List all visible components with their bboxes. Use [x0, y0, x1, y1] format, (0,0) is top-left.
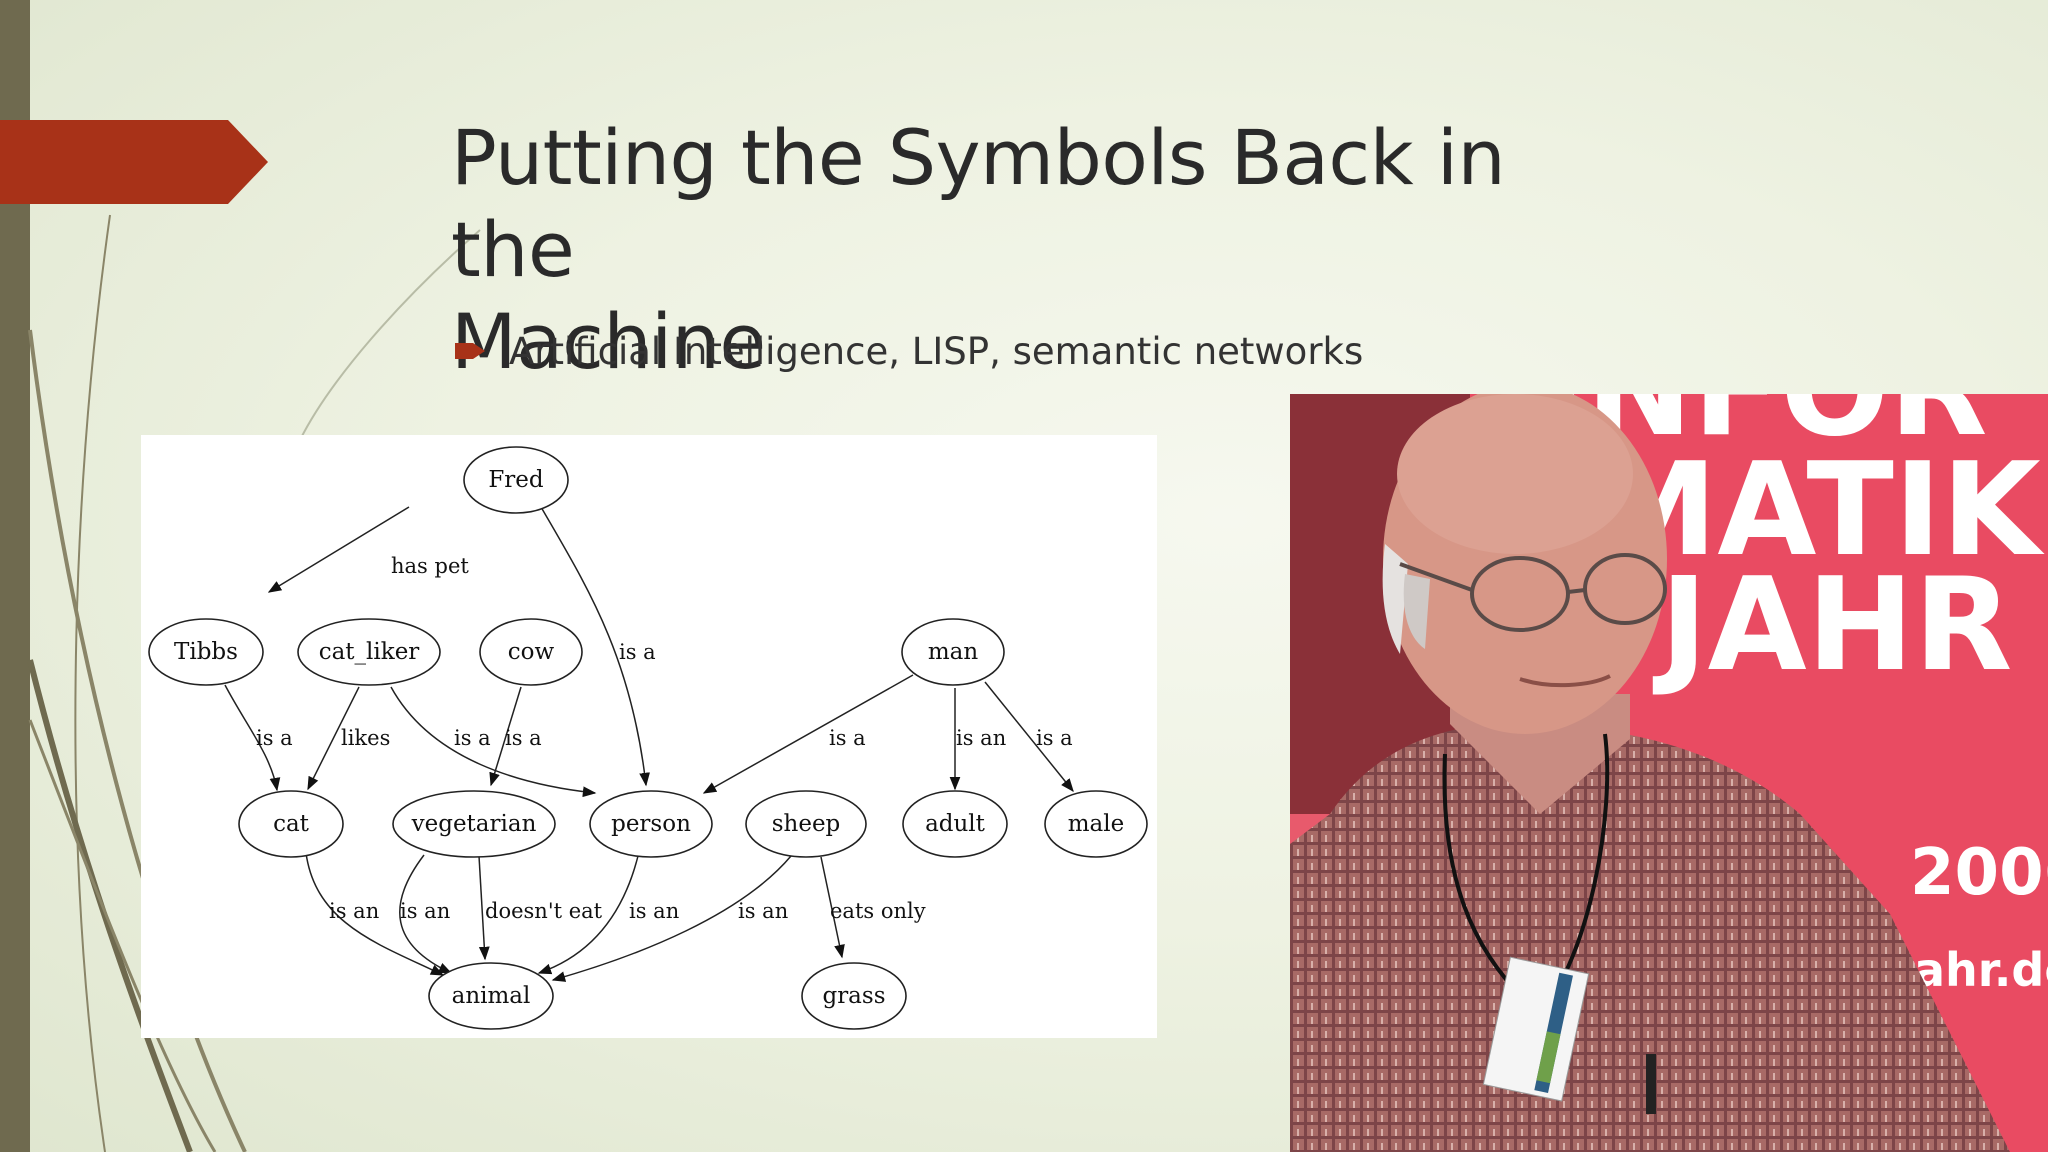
edge-tibbs-cat — [224, 684, 281, 792]
node-person-ellipse — [589, 790, 713, 858]
edge-label-man-person: is a — [829, 726, 866, 750]
edge-person-animal — [537, 855, 639, 975]
edge-sheep-grass — [820, 856, 845, 959]
shirt — [1290, 723, 2010, 1152]
node-adult-ellipse — [902, 790, 1008, 858]
bullet-item: Artificial Intelligence, LISP, semantic … — [455, 326, 1363, 376]
node-sheep-ellipse — [745, 790, 867, 858]
edge-label-catliker-person: is a — [454, 726, 491, 750]
edge-cat-animal — [305, 852, 445, 976]
node-tibbs: Tibbs — [174, 639, 238, 665]
edge-label-man-male: is a — [1036, 726, 1073, 750]
edge-catliker-cat — [307, 686, 360, 791]
node-male: male — [1068, 811, 1125, 837]
edge-label-fred-person: is a — [619, 640, 656, 664]
semantic-network-diagram: Fred Tibbs cat_liker cow man cat vegetar… — [141, 435, 1157, 1038]
decorative-curves — [27, 214, 481, 1152]
arrow-bullet-icon — [455, 343, 485, 359]
banner-line-3: JAHR — [1652, 551, 2012, 700]
banner-year: 2006 — [1910, 836, 2048, 910]
edge-label-likes: likes — [341, 726, 390, 750]
node-fred: Fred — [488, 467, 544, 493]
node-cat: cat — [273, 811, 310, 837]
node-grass: grass — [822, 983, 885, 1009]
hair-side — [1382, 544, 1408, 654]
edge-vegetarian-animal-1 — [399, 854, 453, 974]
node-sheep: sheep — [772, 811, 841, 837]
node-tibbs-ellipse — [148, 618, 264, 686]
slide-title: Putting the Symbols Back in the Machine — [451, 113, 1506, 386]
node-fred-ellipse — [463, 446, 569, 514]
node-adult: adult — [925, 811, 986, 837]
node-vegetarian: vegetarian — [411, 811, 537, 837]
node-person: person — [611, 811, 691, 837]
edge-label-sheep-animal: is an — [738, 899, 788, 923]
glasses — [1399, 553, 1667, 632]
edge-cow-vegetarian — [489, 686, 522, 787]
node-cat-ellipse — [238, 790, 344, 858]
title-accent-arrow — [0, 120, 268, 204]
edge-label-tibbs-cat: is a — [256, 726, 293, 750]
edge-label-cat-animal: is an — [329, 899, 379, 923]
edge-label-vegetarian-animal: is an — [400, 899, 450, 923]
edge-man-person — [702, 674, 914, 794]
edge-fred-tibbs — [267, 506, 410, 593]
edge-vegetarian-animal-2 — [478, 855, 490, 961]
node-cow: cow — [508, 639, 555, 665]
node-animal-ellipse — [428, 962, 554, 1030]
node-male-ellipse — [1044, 790, 1148, 858]
edge-label-cow-vegetarian: is a — [505, 726, 542, 750]
edge-label-man-adult: is an — [956, 726, 1006, 750]
edge-label-eats-only: eats only — [830, 899, 926, 923]
bullet-text: Artificial Intelligence, LISP, semantic … — [509, 329, 1364, 373]
node-cat-liker: cat_liker — [319, 639, 420, 665]
edge-label-person-animal: is an — [629, 899, 679, 923]
name-badge — [1482, 956, 1590, 1102]
edge-label-doesnt-eat: doesn't eat — [485, 899, 603, 923]
edge-sheep-animal — [551, 855, 792, 982]
speaker-photo: 0101101 INFOR MATIK JAHR 2006 ahr.de — [1290, 394, 2048, 1152]
edge-fred-person — [540, 506, 650, 787]
node-vegetarian-ellipse — [392, 790, 556, 858]
banner-url: ahr.de — [1914, 943, 2048, 997]
edge-man-male — [984, 681, 1074, 793]
node-animal: animal — [452, 983, 531, 1009]
node-catliker-ellipse — [297, 618, 441, 686]
node-cow-ellipse — [479, 618, 583, 686]
node-man-ellipse — [901, 618, 1005, 686]
node-man: man — [928, 639, 979, 665]
edge-label-has-pet: has pet — [391, 554, 469, 578]
edge-catliker-person — [390, 686, 597, 798]
node-grass-ellipse — [801, 962, 907, 1030]
